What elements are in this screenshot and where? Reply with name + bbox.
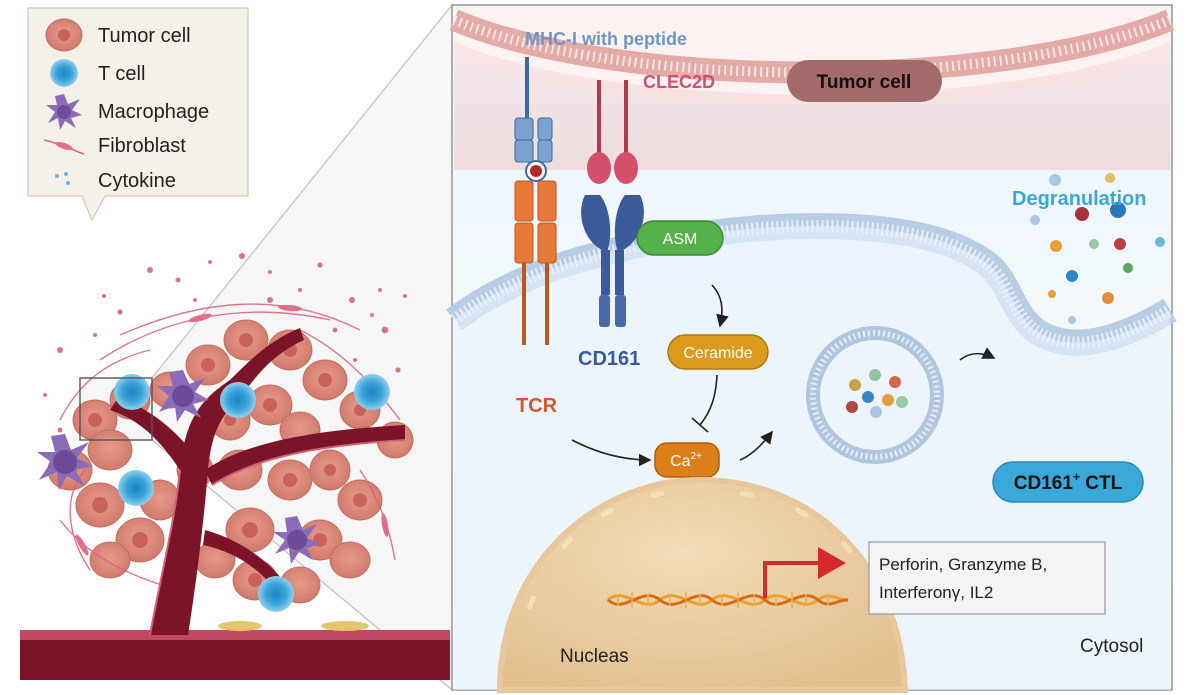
transcription-arrow bbox=[763, 547, 846, 598]
degranulation-label: Degranulation bbox=[1012, 188, 1146, 210]
cytokine-icon bbox=[55, 172, 70, 185]
t-cell-icon bbox=[50, 59, 78, 87]
secretory-vesicle bbox=[806, 326, 944, 464]
zoom-box bbox=[79, 377, 153, 441]
gene-products-box: Perforin, Granzyme B, Interferonγ, IL2 bbox=[868, 541, 1106, 615]
macrophage-icon bbox=[46, 94, 82, 130]
legend-label-tumor-cell: Tumor cell bbox=[98, 25, 191, 47]
clec2d-label: CLEC2D bbox=[643, 72, 715, 92]
degranulation-granules bbox=[1030, 173, 1165, 324]
legend-label-macrophage: Macrophage bbox=[98, 101, 209, 123]
cd161-label: CD161 bbox=[578, 348, 640, 370]
cd161-molecule bbox=[581, 195, 644, 327]
clec2d-molecule bbox=[587, 80, 638, 184]
tumor-microenvironment bbox=[20, 4, 453, 691]
macrophages-tissue bbox=[37, 370, 321, 564]
legend: Tumor cell T cell Macrophage Fibroblast … bbox=[27, 7, 249, 222]
t-cells-tissue bbox=[114, 374, 390, 612]
calcium-label: Ca2+ bbox=[670, 451, 702, 470]
legend-label-t-cell: T cell bbox=[98, 63, 145, 85]
cd161-ctl-label: CD161+ CTL bbox=[1014, 470, 1123, 494]
ceramide-label: Ceramide bbox=[683, 345, 752, 362]
asm-label: ASM bbox=[663, 231, 698, 248]
ceramide-molecule: Ceramide bbox=[667, 334, 769, 370]
gene-products-line2: Interferonγ, IL2 bbox=[879, 583, 993, 602]
legend-label-cytokine: Cytokine bbox=[98, 170, 176, 192]
mhc-i-molecule bbox=[514, 57, 553, 182]
nucleus-label: Nucleas bbox=[560, 646, 629, 667]
legend-label-fibroblast: Fibroblast bbox=[98, 135, 186, 157]
tcr-label: TCR bbox=[516, 395, 558, 417]
tcr-molecule bbox=[514, 180, 557, 345]
asm-enzyme: ASM bbox=[636, 220, 724, 256]
cd161-ctl-badge: CD161+ CTL bbox=[992, 461, 1144, 503]
gene-products-line1: Perforin, Granzyme B, bbox=[879, 555, 1047, 574]
tumor-cell-label: Tumor cell bbox=[817, 72, 912, 93]
mhc-i-label: MHC-I with peptide bbox=[525, 29, 687, 49]
tumor-cell-icon bbox=[45, 18, 83, 52]
cytokine-spray bbox=[43, 253, 407, 433]
calcium-ion: Ca2+ bbox=[654, 442, 720, 478]
tumor-cell-badge: Tumor cell bbox=[787, 60, 942, 102]
fibroblast-icon bbox=[43, 139, 85, 155]
cytosol-label: Cytosol bbox=[1080, 636, 1143, 657]
synapse-panel: ASM Ceramide Ca2+ bbox=[446, 4, 1177, 693]
dna-helix bbox=[607, 592, 849, 608]
